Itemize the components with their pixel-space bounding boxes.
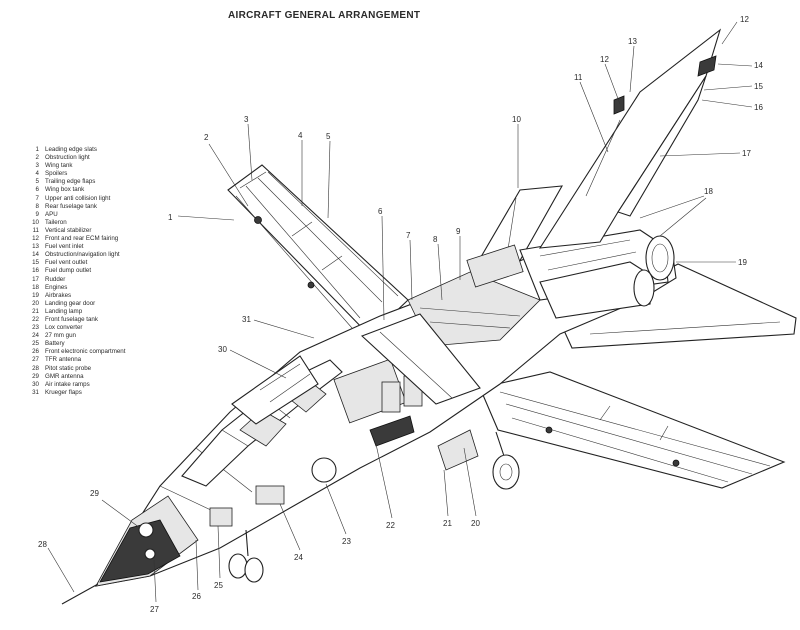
callout-label: 7 [406, 231, 411, 240]
main-landing-gear [437, 429, 520, 490]
callout-label: 3 [244, 115, 249, 124]
callout-label: 21 [443, 519, 452, 528]
callout-label: 1 [168, 213, 173, 222]
callout-label: 28 [38, 540, 47, 549]
wing-box [360, 313, 481, 405]
callout-label: 9 [456, 227, 461, 236]
callout-numbers: 1 2 3 4 5 6 7 8 9 10 11 12 12 13 14 15 1… [38, 15, 763, 614]
callout-label: 29 [90, 489, 99, 498]
callout-label: 23 [342, 537, 351, 546]
callout-label: 24 [294, 553, 303, 562]
pitot-probe [61, 583, 99, 605]
callout-label: 4 [298, 131, 303, 140]
port-wing [227, 164, 409, 337]
callout-label: 11 [574, 73, 583, 82]
callout-label: 27 [150, 605, 159, 614]
callout-label: 30 [218, 345, 227, 354]
drawing-title: AIRCRAFT GENERAL ARRANGEMENT [228, 10, 421, 21]
engines [519, 229, 675, 319]
callout-label: 17 [742, 149, 751, 158]
callout-label: 10 [512, 115, 521, 124]
callout-label: 14 [754, 61, 763, 70]
callout-label: 6 [378, 207, 383, 216]
callout-label: 22 [386, 521, 395, 530]
callout-label: 12 [740, 15, 749, 24]
callout-label: 8 [433, 235, 438, 244]
callout-label: 31 [242, 315, 251, 324]
callout-label: 12 [600, 55, 609, 64]
starboard-wing [479, 371, 786, 489]
nose-landing-gear [228, 529, 264, 583]
air-intakes [231, 355, 319, 425]
callout-label: 25 [214, 581, 223, 590]
callout-label: 19 [738, 258, 747, 267]
callout-label: 18 [704, 187, 713, 196]
callout-leaders [47, 21, 753, 603]
rudder [617, 75, 707, 217]
callout-label: 16 [754, 103, 763, 112]
callout-label: 26 [192, 592, 201, 601]
callout-label: 15 [754, 82, 763, 91]
callout-label: 5 [326, 132, 331, 141]
callout-label: 2 [204, 133, 209, 142]
rear-fuselage-tank [407, 244, 541, 347]
callout-label: 20 [471, 519, 480, 528]
callout-label: 13 [628, 37, 637, 46]
